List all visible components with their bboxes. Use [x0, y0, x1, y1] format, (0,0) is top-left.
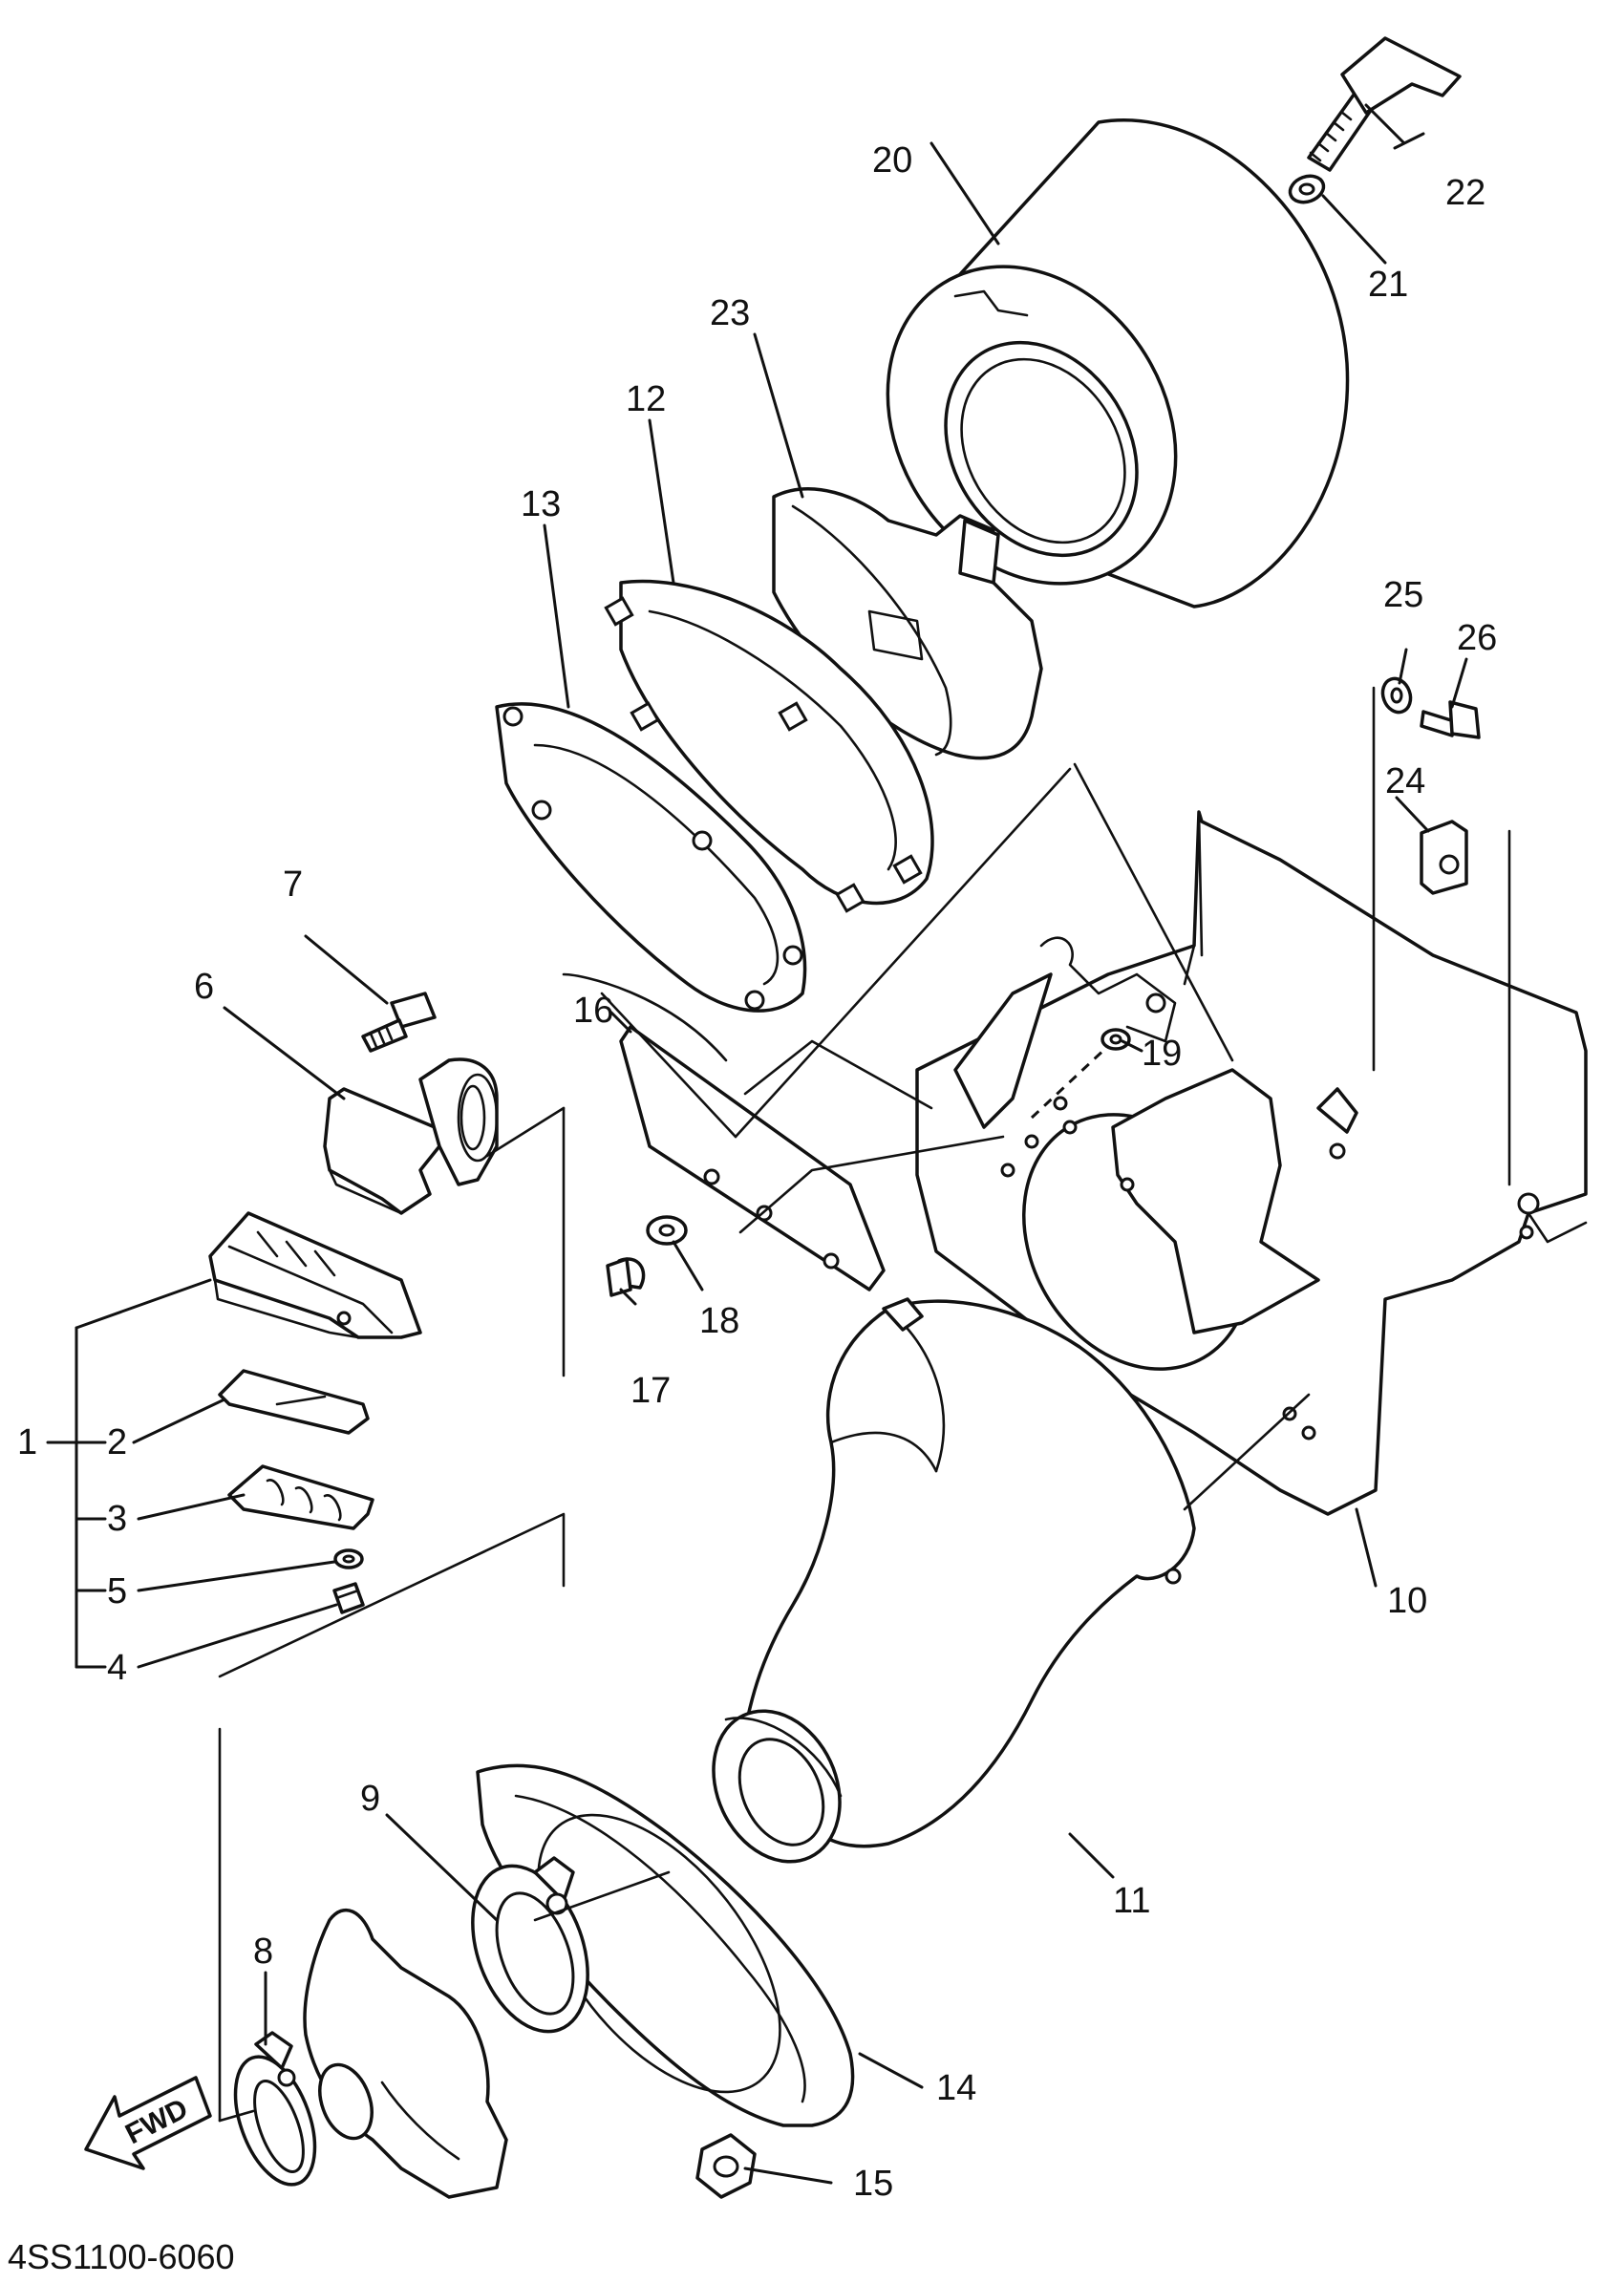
air-box-case-10[interactable] — [915, 810, 1588, 1516]
joint-12[interactable] — [604, 579, 934, 913]
gasket-13[interactable] — [495, 702, 807, 1013]
callout-1: 1 — [17, 1422, 37, 1462]
hose-clamp-9[interactable] — [452, 1850, 609, 2048]
reed-3[interactable] — [227, 1464, 374, 1530]
callout-14: 14 — [936, 2068, 976, 2108]
callout-7: 7 — [283, 865, 303, 905]
washer-18[interactable] — [646, 1215, 688, 1246]
callout-4: 4 — [107, 1648, 127, 1688]
nut-15[interactable] — [695, 2133, 757, 2199]
callout-13: 13 — [521, 484, 561, 524]
collar-19[interactable] — [1100, 1028, 1131, 1051]
callout-3: 3 — [107, 1499, 127, 1539]
forward-direction-arrow: FWD — [84, 2076, 212, 2170]
callout-22: 22 — [1445, 173, 1485, 213]
callout-18: 18 — [699, 1301, 739, 1341]
callout-20: 20 — [872, 140, 912, 181]
callout-5: 5 — [107, 1571, 127, 1612]
callout-15: 15 — [853, 2164, 893, 2204]
callout-24: 24 — [1385, 761, 1425, 801]
bolt-22[interactable] — [1307, 36, 1462, 172]
callout-21: 21 — [1368, 265, 1408, 305]
callout-9: 9 — [360, 1779, 380, 1819]
callout-17: 17 — [630, 1371, 671, 1411]
intake-manifold-6[interactable] — [323, 1057, 499, 1215]
bolt-7[interactable] — [361, 992, 437, 1053]
callout-11: 11 — [1113, 1881, 1150, 1921]
reed-valve-assembly-1[interactable] — [208, 1211, 422, 1339]
callout-23: 23 — [710, 293, 750, 333]
washer-25[interactable] — [1378, 674, 1416, 715]
joint-14[interactable] — [476, 1763, 855, 2134]
screw-4[interactable] — [332, 1582, 365, 1614]
plate-16[interactable] — [619, 1025, 886, 1291]
callout-26: 26 — [1457, 618, 1497, 658]
bracket-line-24 — [1372, 686, 1511, 1186]
callout-2: 2 — [107, 1422, 127, 1462]
reed-stopper-2[interactable] — [218, 1369, 370, 1435]
clip-24[interactable] — [1420, 820, 1468, 895]
callout-labels: 1 2 3 5 4 6 7 8 9 10 11 12 13 14 15 16 1… — [17, 140, 1497, 2204]
callout-16: 16 — [573, 991, 613, 1031]
bolt-26[interactable] — [1420, 700, 1481, 739]
callout-10: 10 — [1387, 1581, 1427, 1621]
diagram-code: 4SS1100-6060 — [8, 2237, 235, 2276]
assembly-guide-lines — [218, 762, 1311, 2123]
carburetor-body — [303, 1908, 508, 2199]
reed-assembly-bracket — [46, 1278, 212, 1669]
washer-21[interactable] — [1287, 172, 1328, 207]
callout-19: 19 — [1142, 1034, 1182, 1074]
callout-25: 25 — [1383, 575, 1423, 615]
leader-lines — [132, 103, 1468, 2185]
intake-duct-11[interactable] — [690, 1297, 1196, 1883]
callout-6: 6 — [194, 967, 214, 1007]
callout-8: 8 — [253, 1932, 273, 1972]
air-filter-element-20[interactable] — [830, 118, 1350, 638]
bolt-17[interactable] — [606, 1257, 646, 1297]
washer-5[interactable] — [333, 1548, 364, 1569]
callout-12: 12 — [626, 379, 666, 419]
